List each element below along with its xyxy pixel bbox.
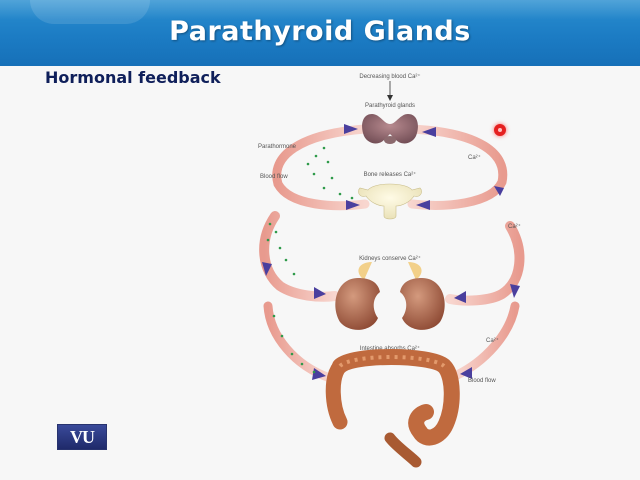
label-decreasing-calcium: Decreasing blood Ca²⁺ <box>359 73 420 80</box>
bone-vertebra-illustration <box>358 183 422 220</box>
kidneys-illustration <box>335 262 445 330</box>
label-ca-mid-right: Ca²⁺ <box>508 223 521 230</box>
arrow <box>494 186 504 196</box>
slide-title: Parathyroid Glands <box>169 16 471 47</box>
arrow <box>344 124 358 134</box>
blood-flow-loop-bottom <box>263 301 520 383</box>
header-shine <box>0 0 640 20</box>
label-blood-flow-left: Blood flow <box>260 174 288 180</box>
label-bone-releases: Bone releases Ca²⁺ <box>364 171 417 178</box>
arrow <box>510 284 520 298</box>
arrow <box>262 262 272 276</box>
vu-logo: VU <box>57 424 107 450</box>
arrow <box>346 200 360 210</box>
arrow <box>416 200 430 210</box>
label-parathyroid-glands: Parathyroid glands <box>365 103 415 109</box>
laser-pointer-dot <box>494 124 506 136</box>
intestine-illustration <box>325 349 460 468</box>
slide-subtitle: Hormonal feedback <box>45 68 221 87</box>
parathyroid-gland-illustration <box>362 114 418 144</box>
label-intestine-absorbs: Intestine absorbs Ca²⁺ <box>360 345 420 352</box>
label-blood-flow-right: Blood flow <box>468 378 496 384</box>
label-parathormone: Parathormone <box>258 144 297 150</box>
arrow <box>460 367 472 379</box>
parathormone-dots <box>266 146 354 374</box>
arrow <box>312 368 326 380</box>
slide-header <box>0 0 640 66</box>
label-kidneys-conserve: Kidneys conserve Ca²⁺ <box>359 255 421 262</box>
stimulus-arrow-head <box>387 95 393 101</box>
arrow <box>454 291 466 303</box>
label-ca-low-right: Ca²⁺ <box>486 337 499 344</box>
arrow <box>314 287 326 299</box>
parathyroid-feedback-diagram: Decreasing blood Ca²⁺ Parathyroid glands… <box>258 73 525 468</box>
flow-arrows <box>262 124 520 380</box>
label-ca-top-right: Ca²⁺ <box>468 154 481 161</box>
blood-flow-loop-top <box>272 124 508 211</box>
header-decoration <box>30 0 150 24</box>
arrow <box>422 127 436 137</box>
